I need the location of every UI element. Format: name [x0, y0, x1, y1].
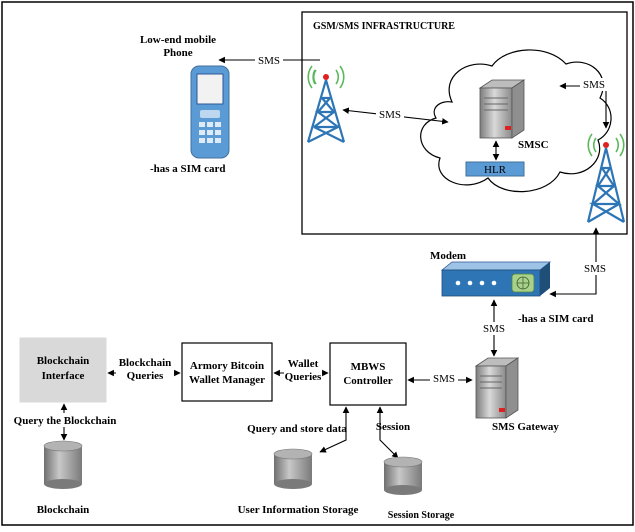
gsm-infrastructure-box	[301, 11, 628, 235]
wallet-manager-box	[181, 342, 273, 402]
phone-label-line1: Low-end mobile	[140, 34, 216, 46]
modem-sim-note: -has a SIM card	[518, 313, 593, 325]
wallet-queries-line2: Queries	[285, 371, 322, 383]
label-bg	[580, 78, 608, 91]
sms-gateway-server-icon	[474, 357, 520, 419]
session-storage-label: Session Storage	[388, 510, 455, 521]
mbws-controller-box	[329, 342, 407, 406]
mbws-controller-line2: Controller	[343, 375, 392, 387]
sms-gateway-label: SMS Gateway	[492, 421, 559, 433]
hlr-label: HLR	[484, 164, 507, 176]
tower-modem-arrow	[549, 227, 600, 298]
wallet-queries-line1: Wallet	[288, 358, 319, 370]
mobile-phone-icon	[190, 65, 230, 159]
sms-cloud-tower-label: SMS	[583, 79, 605, 91]
label-bg	[116, 354, 174, 384]
cell-tower-icon	[306, 65, 346, 143]
phone-sim-note: -has a SIM card	[150, 163, 225, 175]
blockchain-storage-label: Blockchain	[37, 504, 90, 516]
wallet-manager-line2: Wallet Manager	[189, 374, 265, 386]
hlr-box	[465, 161, 525, 177]
sms-gateway-controller-label: SMS	[433, 373, 455, 385]
smsc-server-icon	[478, 79, 526, 139]
modem-label: Modem	[430, 250, 466, 262]
user-info-storage-label: User Information Storage	[238, 504, 359, 516]
label-bg	[581, 262, 609, 275]
sms-tower-modem-label: SMS	[584, 263, 606, 275]
label-bg	[255, 54, 283, 67]
sms-tower-cloud-label: SMS	[379, 109, 401, 121]
smsc-label: SMSC	[518, 139, 549, 151]
mbws-controller-line1: MBWS	[351, 361, 386, 373]
modem-icon	[440, 261, 552, 297]
sms-phone-tower-text: SMS	[258, 55, 280, 67]
user-info-database-icon	[273, 448, 313, 489]
query-blockchain-label: Query the Blockchain	[14, 415, 117, 427]
gsm-infrastructure-title: GSM/SMS INFRASTRUCTURE	[313, 21, 455, 32]
blockchain-queries-line2: Queries	[127, 370, 164, 382]
session-label: Session	[376, 421, 410, 433]
session-database-icon	[383, 456, 423, 495]
phone-label-line2: Phone	[163, 47, 192, 59]
sms-modem-gateway-label: SMS	[483, 323, 505, 335]
query-store-label: Query and store data	[247, 423, 347, 435]
controller-userinfo-arrow	[319, 406, 350, 453]
label-bg	[430, 372, 458, 385]
wallet-manager-line1: Armory Bitcoin	[190, 360, 264, 372]
label-bg	[284, 355, 322, 385]
blockchain-queries-line1: Blockchain	[119, 357, 172, 369]
blockchain-interface-line2: Interface	[42, 370, 85, 382]
controller-session-arrow	[376, 406, 399, 459]
blockchain-database-icon	[43, 440, 83, 489]
label-bg	[8, 413, 122, 427]
label-bg	[480, 322, 508, 335]
cell-tower-icon	[586, 133, 626, 223]
label-bg	[376, 108, 404, 121]
blockchain-interface-box	[19, 337, 107, 403]
blockchain-interface-line1: Blockchain	[37, 355, 90, 367]
